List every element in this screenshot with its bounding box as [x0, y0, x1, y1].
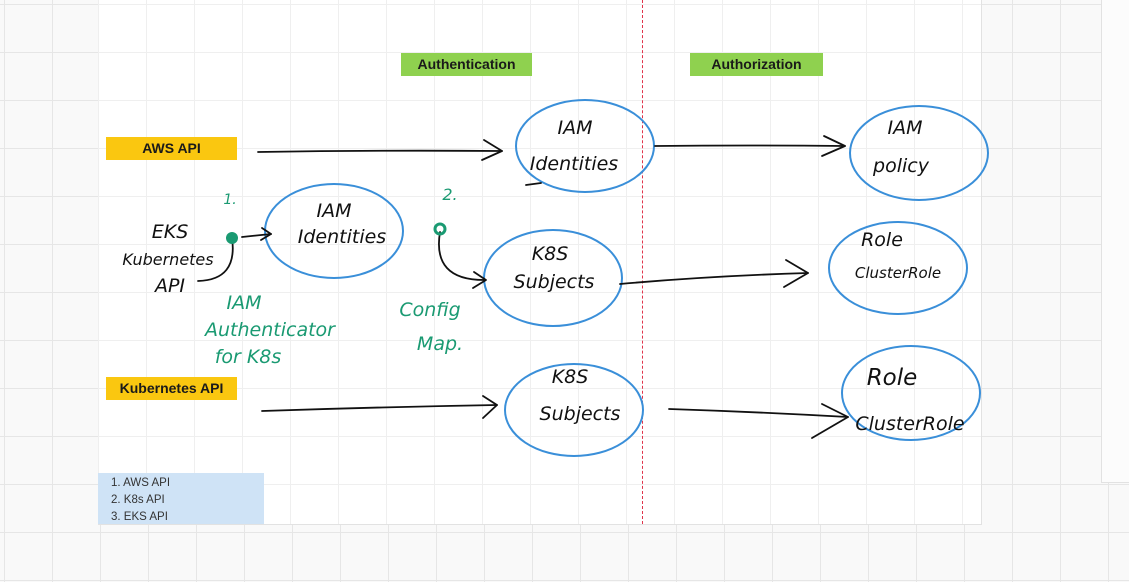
k8s-subjects-mid-line2: Subjects — [514, 271, 595, 293]
iam-policy-ellipse[interactable] — [849, 105, 989, 201]
arrow-k8s-to-role — [619, 272, 809, 285]
side-frame — [1101, 0, 1129, 483]
iam-identities-top-line1: IAM — [558, 117, 593, 139]
legend-note[interactable]: 1. AWS API 2. K8s API 3. EKS API — [98, 473, 264, 524]
arrow-eks-to-iam — [241, 233, 272, 238]
kubernetes-api-label[interactable]: Kubernetes API — [106, 377, 237, 400]
iam-policy-line2: policy — [872, 155, 930, 177]
eks-label-line1: EKS — [152, 221, 189, 243]
role-bottom-line2: ClusterRole — [855, 413, 964, 435]
authentication-header[interactable]: Authentication — [401, 53, 532, 76]
eks-label-line2: Kubernetes — [122, 250, 213, 269]
arrowhead-aws-to-iam — [481, 139, 503, 161]
step1-label: 1. — [223, 192, 236, 208]
role-mid-line2: ClusterRole — [855, 264, 941, 282]
legend-item: 2. K8s API — [111, 494, 165, 506]
k8s-subjects-bottom-ellipse[interactable] — [504, 363, 644, 457]
iam-policy-line1: IAM — [888, 117, 923, 139]
iam-identities-mid-line1: IAM — [317, 200, 352, 222]
role-bottom-line1: Role — [867, 365, 918, 391]
iam-identities-mid-line2: Identities — [298, 226, 387, 248]
arrowhead-eks-to-iam — [260, 227, 272, 241]
step2-dot — [433, 222, 447, 236]
arrow-subjects-to-role — [668, 408, 849, 418]
step2-label: 2. — [442, 185, 457, 204]
legend-item: 1. AWS API — [111, 477, 171, 489]
k8s-subjects-bottom-line2: Subjects — [540, 403, 621, 425]
authorization-header[interactable]: Authorization — [690, 53, 823, 76]
ink-tick — [525, 182, 542, 186]
arrowhead-iam-to-k8s — [472, 271, 487, 289]
eks-label-line3: API — [153, 275, 185, 297]
board-frame — [98, 0, 982, 525]
k8s-subjects-bottom-line1: K8S — [552, 366, 589, 388]
arrowhead-subjects-to-role — [811, 403, 849, 439]
iam-authenticator-line3: for K8s — [215, 346, 282, 368]
step1-dot — [226, 232, 238, 244]
arrow-kube-to-subjects — [261, 404, 498, 412]
iam-authenticator-line2: Authenticator — [203, 319, 336, 341]
role-clusterrole-mid-ellipse[interactable] — [828, 221, 968, 315]
arrow-iam-to-k8s — [438, 231, 485, 281]
auth-divider-line — [642, 0, 643, 524]
arrowhead-k8s-to-role — [783, 259, 809, 288]
iam-authenticator-line1: IAM — [227, 292, 262, 314]
arrow-aws-to-iam — [257, 149, 503, 153]
iam-identities-top-ellipse[interactable] — [515, 99, 655, 193]
role-clusterrole-bottom-ellipse[interactable] — [841, 345, 981, 441]
curve-eks-loop — [197, 237, 234, 282]
k8s-subjects-mid-line1: K8S — [532, 243, 569, 265]
role-mid-line1: Role — [861, 229, 903, 251]
legend-item: 3. EKS API — [111, 511, 168, 523]
arrow-iam-to-policy — [654, 144, 846, 147]
arrowhead-kube-to-subjects — [482, 395, 498, 419]
arrowhead-iam-to-policy — [821, 135, 846, 157]
iam-identities-top-line2: Identities — [530, 153, 619, 175]
aws-api-label[interactable]: AWS API — [106, 137, 237, 160]
config-map-line1: Config — [399, 299, 460, 321]
config-map-line2: Map. — [417, 333, 463, 355]
